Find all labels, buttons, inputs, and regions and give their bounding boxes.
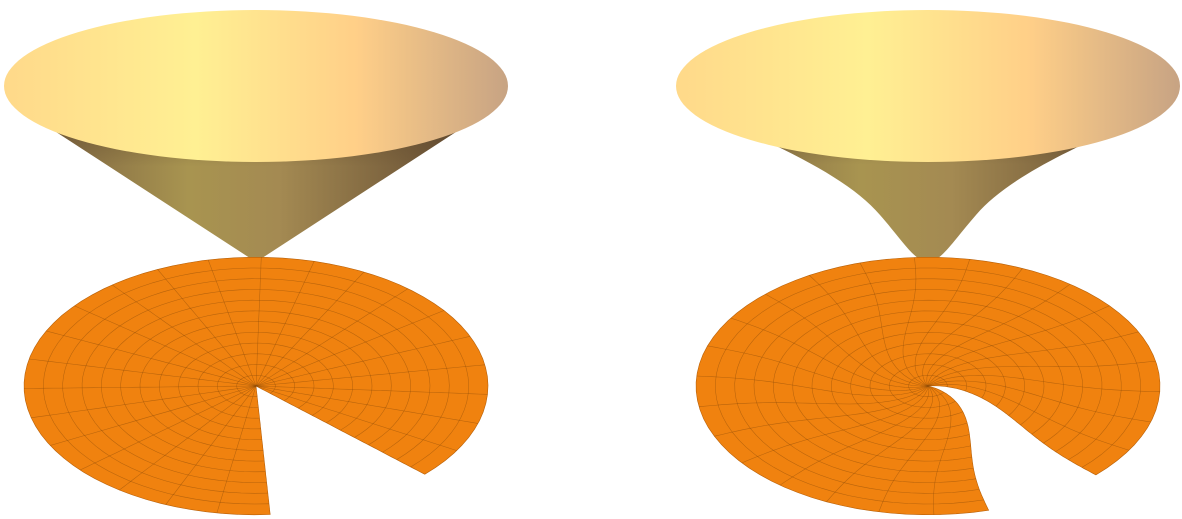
grid-spoke (902, 257, 929, 387)
grid-spoke (927, 305, 1110, 387)
grid-spoke (255, 271, 365, 387)
grid-spoke (809, 275, 929, 387)
grid-spoke (31, 385, 257, 419)
grid-spoke (165, 385, 257, 505)
grid-spoke (696, 375, 929, 396)
sector-grid (23, 257, 488, 513)
grid-spoke (698, 385, 929, 407)
sector-grid (696, 257, 1160, 515)
grid-spoke (765, 293, 929, 387)
grid-spoke (255, 288, 409, 387)
grid-spoke (922, 268, 1023, 387)
grid-spoke (29, 358, 257, 387)
grid-spoke (216, 385, 257, 513)
grid-spoke (74, 305, 257, 387)
grid-spoke (255, 385, 457, 451)
grid-spoke (255, 385, 488, 395)
cone-top-disk (4, 10, 508, 162)
grid-spoke (255, 385, 479, 424)
grid-spoke (255, 257, 262, 387)
flattened-cone-sector (23, 256, 489, 516)
grid-spoke (79, 385, 257, 471)
grid-spoke (927, 375, 1160, 392)
grid-spoke (707, 345, 929, 391)
smooth-cone-top-disk (676, 10, 1180, 162)
grid-spoke (926, 283, 1071, 387)
grid-spoke (112, 284, 257, 387)
grid-spoke (859, 262, 929, 387)
panel-cone (4, 10, 508, 516)
grid-spoke (927, 380, 1151, 423)
grid-spoke (714, 385, 929, 437)
grid-spoke (255, 336, 471, 387)
smooth-cone-surface (676, 10, 1180, 262)
grid-spoke (119, 385, 257, 491)
grid-spoke (927, 383, 1130, 451)
grid-spoke (255, 310, 445, 387)
grid-spoke (779, 385, 930, 486)
grid-spoke (46, 330, 257, 387)
grid-spoke (207, 259, 257, 387)
grid-spoke (255, 364, 485, 387)
grid-spoke (826, 385, 933, 502)
grid-spoke (927, 385, 952, 515)
grid-spoke (157, 269, 257, 387)
grid-spoke (255, 261, 315, 387)
grid-spoke (23, 385, 257, 389)
panel-smooth-cone (676, 10, 1180, 516)
flattened-smooth-cone-sector (695, 257, 1161, 516)
grid-spoke (914, 259, 970, 387)
grid-spoke (50, 385, 257, 446)
cone-surface (4, 10, 508, 262)
grid-spoke (741, 385, 929, 464)
grid-spoke (878, 385, 940, 512)
grid-spoke (927, 331, 1139, 387)
grid-spoke (927, 360, 1156, 387)
grid-spoke (730, 317, 929, 388)
